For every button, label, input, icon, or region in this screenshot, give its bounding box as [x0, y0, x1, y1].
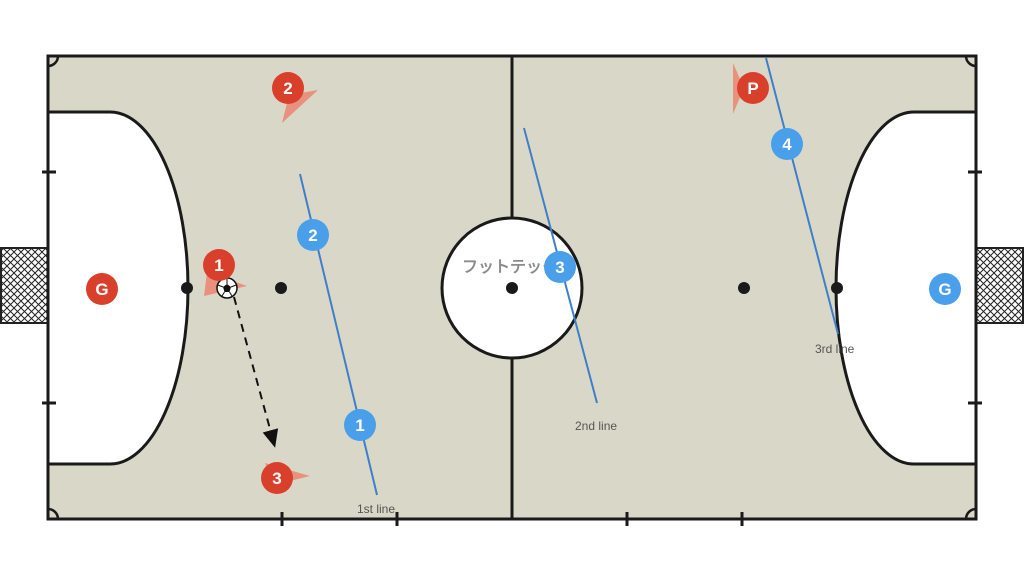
- defense-line-label-1: 1st line: [357, 502, 395, 516]
- red-player-3: 3: [261, 462, 293, 494]
- corner-arc: [964, 55, 977, 68]
- red-player-2: 2: [272, 72, 304, 104]
- svg-text:1: 1: [355, 416, 364, 435]
- watermark-text: フットテック: [462, 258, 558, 276]
- blue-player-3: 3: [544, 251, 576, 283]
- side-marks: [42, 170, 982, 526]
- corner-arc: [47, 55, 60, 68]
- svg-text:2: 2: [308, 226, 317, 245]
- defense-line-label-2: 2nd line: [575, 419, 617, 433]
- right-goal: [975, 247, 1024, 324]
- defense-line-label-3: 3rd line: [815, 342, 855, 356]
- red-player-pivot: P: [737, 72, 769, 104]
- soccer-ball-icon: [216, 277, 238, 299]
- red-player-goalkeeper: G: [86, 273, 118, 305]
- left-goal: [0, 247, 49, 324]
- defense-line-3: [765, 57, 839, 335]
- svg-text:3: 3: [272, 469, 281, 488]
- svg-text:2: 2: [283, 79, 292, 98]
- corner-arc: [47, 507, 60, 520]
- svg-text:1: 1: [214, 256, 223, 275]
- svg-text:G: G: [938, 280, 951, 299]
- left-penalty-area: [46, 110, 190, 466]
- corner-arc: [964, 507, 977, 520]
- svg-text:P: P: [747, 79, 758, 98]
- svg-text:4: 4: [782, 135, 792, 154]
- dashed-arrow-icon: [233, 296, 279, 448]
- blue-player-1: 1: [344, 409, 376, 441]
- svg-text:3: 3: [555, 258, 564, 277]
- blue-player-4: 4: [771, 128, 803, 160]
- blue-players: 2 1 3 4 G: [297, 128, 961, 441]
- svg-text:G: G: [95, 280, 108, 299]
- blue-player-goalkeeper: G: [929, 273, 961, 305]
- red-players: G 1 2 3 P: [86, 72, 769, 494]
- blue-player-2: 2: [297, 219, 329, 251]
- red-player-1: 1: [203, 249, 235, 281]
- penalty-spots: [181, 282, 843, 294]
